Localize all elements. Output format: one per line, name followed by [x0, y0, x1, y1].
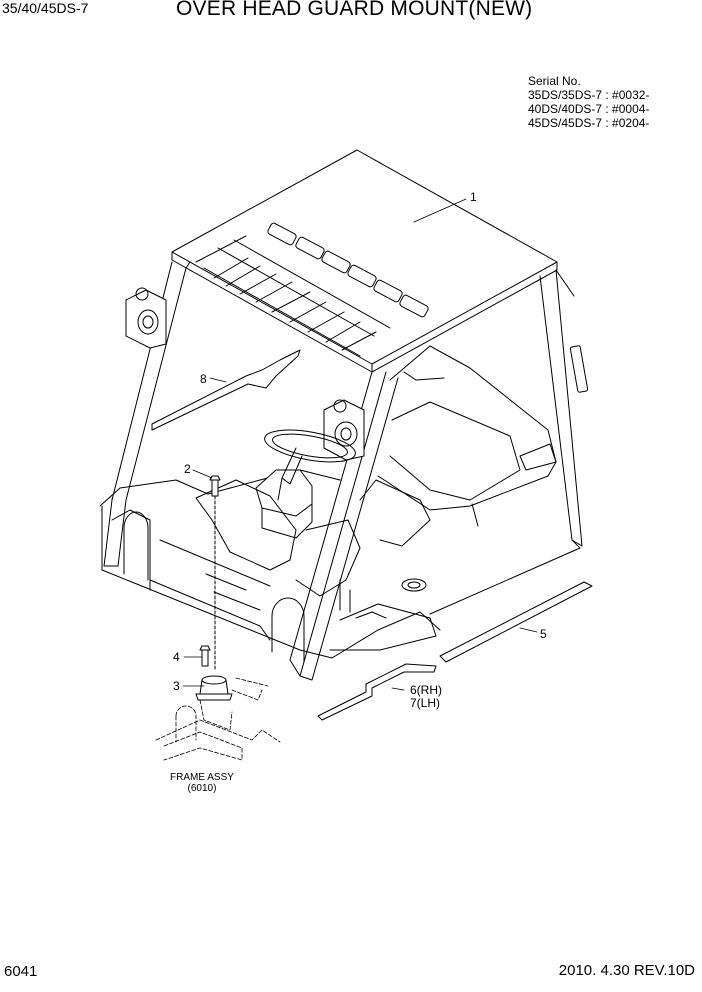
- page-number: 6041: [4, 963, 38, 980]
- serial-heading: Serial No.: [528, 74, 581, 88]
- page-title: OVER HEAD GUARD MOUNT(NEW): [176, 0, 533, 20]
- rear-pillar: [429, 269, 589, 615]
- strip-part-5: [439, 581, 593, 663]
- model-code: 35/40/45DS-7: [2, 0, 89, 16]
- serial-line: 35DS/35DS-7 : #0032-: [528, 88, 650, 102]
- bolt-part-2: [209, 475, 221, 671]
- serial-number-block: Serial No. 35DS/35DS-7 : #0032- 40DS/40D…: [528, 74, 649, 130]
- callout-4: 4: [173, 650, 180, 664]
- leader-lines: [182, 198, 538, 691]
- frame-assy: [155, 677, 281, 761]
- rubber-mount-part-3: [195, 675, 233, 701]
- callout-6: 6(RH): [410, 683, 442, 697]
- front-pillar-left: [103, 261, 191, 567]
- serial-line: 45DS/45DS-7 : #0204-: [528, 116, 650, 130]
- callout-2: 2: [184, 462, 191, 476]
- mirror-bracket-right: [323, 399, 365, 461]
- steering-wheel: [264, 429, 356, 501]
- callout-1: 1: [470, 190, 477, 204]
- truck-body: [99, 345, 557, 663]
- mirror-bracket-left: [125, 287, 167, 349]
- revision-date: 2010. 4.30 REV.10D: [558, 962, 695, 979]
- front-pillar-right: [289, 371, 399, 681]
- callout-3: 3: [173, 679, 180, 693]
- overhead-guard-roof: [171, 149, 558, 373]
- frame-assy-label: FRAME ASSY (6010): [170, 772, 234, 794]
- frame-assy-ref: (6010): [187, 783, 217, 794]
- bolt-part-4: [199, 645, 211, 667]
- strip-part-8: [151, 349, 301, 431]
- frame-assy-name: FRAME ASSY: [170, 772, 234, 783]
- serial-line: 40DS/40DS-7 : #0004-: [528, 102, 650, 116]
- callout-8: 8: [200, 372, 207, 386]
- callout-7: 7(LH): [410, 696, 441, 710]
- callout-5: 5: [540, 627, 547, 641]
- strip-part-6-7: [317, 663, 437, 721]
- roof-slots: [213, 222, 429, 351]
